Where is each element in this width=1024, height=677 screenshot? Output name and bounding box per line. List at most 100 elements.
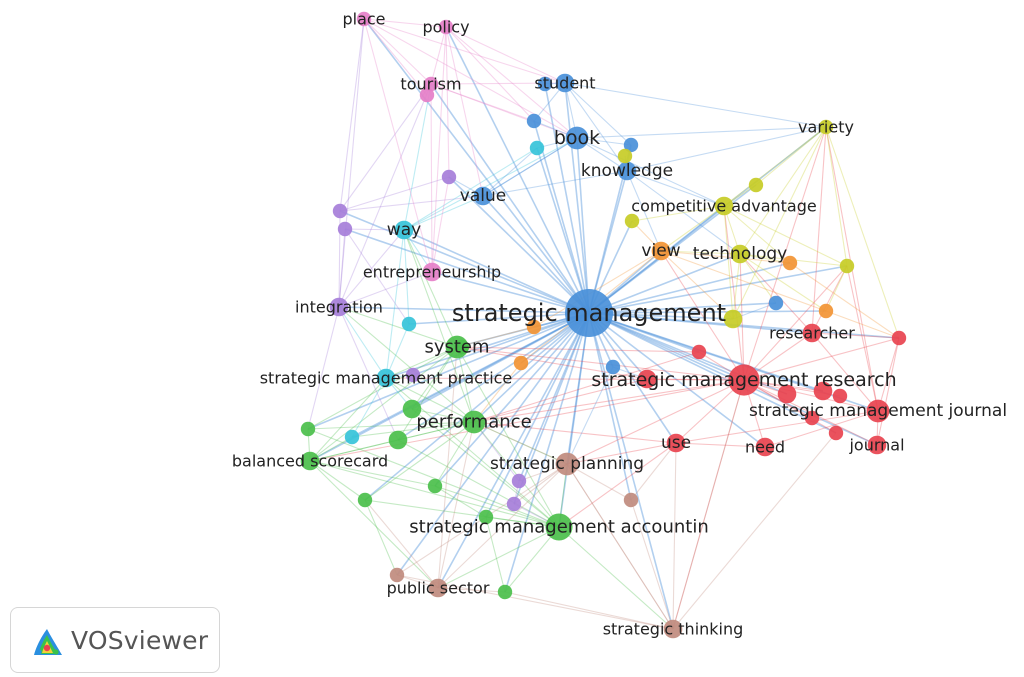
node-u42[interactable] [419,87,435,103]
node-u37[interactable] [478,509,494,525]
node-u9[interactable] [617,148,633,164]
node-u20[interactable] [441,169,457,185]
node-label-res[interactable]: researcher [769,324,855,343]
node-label-tech[interactable]: technology [693,244,787,264]
node-label-sys[interactable]: system [424,337,489,358]
node-label-tour[interactable]: tourism [400,75,461,94]
node-u1[interactable] [526,113,542,129]
node-spl[interactable] [555,452,579,476]
node-u10[interactable] [748,177,764,193]
node-label-place[interactable]: place [342,10,385,29]
node-need[interactable] [755,437,775,457]
node-label-sth[interactable]: strategic thinking [603,620,744,639]
node-label-stud[interactable]: student [534,74,595,93]
node-smp[interactable] [376,368,396,388]
node-label-jour[interactable]: journal [848,436,904,455]
node-u29[interactable] [832,388,848,404]
node-u40[interactable] [389,567,405,583]
node-label-sma[interactable]: strategic management accountin [409,517,708,538]
node-u30[interactable] [804,410,820,426]
node-u33[interactable] [388,430,408,450]
node-label-pol[interactable]: policy [422,18,469,37]
node-u7[interactable] [401,316,417,332]
node-u19[interactable] [337,221,353,237]
node-label-bs[interactable]: balanced scorecard [232,452,388,471]
edge-view-u14 [660,250,791,264]
node-u32[interactable] [402,399,422,419]
node-u18[interactable] [332,203,348,219]
node-u11[interactable] [624,213,640,229]
node-label-book[interactable]: book [554,127,600,149]
node-label-way[interactable]: way [387,220,421,240]
node-label-use[interactable]: use [661,433,691,453]
node-u36[interactable] [427,478,443,494]
node-u12[interactable] [839,258,855,274]
node-smr[interactable] [728,364,760,396]
node-u31[interactable] [828,425,844,441]
node-u26[interactable] [637,369,657,389]
node-way[interactable] [394,220,414,240]
node-u24[interactable] [891,330,907,346]
node-sth[interactable] [663,619,683,639]
node-u27[interactable] [777,384,797,404]
node-label-smj[interactable]: strategic management journal [749,401,1007,421]
node-label-spl[interactable]: strategic planning [490,454,644,474]
node-use[interactable] [666,433,686,453]
node-pol[interactable] [438,19,454,35]
node-val[interactable] [473,186,493,206]
node-u21[interactable] [405,367,421,383]
node-u8[interactable] [344,429,360,445]
node-jour[interactable] [867,435,887,455]
node-label-smr[interactable]: strategic management research [591,369,896,391]
node-label-ps[interactable]: public sector [387,579,490,598]
node-u35[interactable] [357,492,373,508]
node-view[interactable] [651,241,671,261]
node-tour[interactable] [423,76,439,92]
node-integ[interactable] [329,297,349,317]
node-u3[interactable] [623,137,639,153]
node-place[interactable] [356,11,372,27]
node-u25[interactable] [691,344,707,360]
node-sm[interactable] [565,289,613,337]
node-ca[interactable] [714,196,734,216]
node-u28[interactable] [813,381,833,401]
node-label-var[interactable]: variety [798,118,854,137]
node-u15[interactable] [818,303,834,319]
node-label-entre[interactable]: entrepreneurship [363,263,501,282]
node-label-ca[interactable]: competitive advantage [631,197,816,216]
node-u39[interactable] [454,339,470,355]
node-u5[interactable] [605,359,621,375]
node-tech[interactable] [730,244,750,264]
node-smj[interactable] [866,399,890,423]
node-bs[interactable] [300,451,320,471]
node-u22[interactable] [511,473,527,489]
node-u17[interactable] [513,355,529,371]
node-u38[interactable] [497,584,513,600]
node-res[interactable] [802,323,822,343]
node-label-sm[interactable]: strategic management [452,299,726,327]
node-u2[interactable] [537,76,553,92]
node-label-view[interactable]: view [641,241,680,261]
node-ps[interactable] [428,578,448,598]
node-var[interactable] [818,119,834,135]
node-u13[interactable] [723,309,743,329]
node-sma[interactable] [545,513,573,541]
node-label-need[interactable]: need [745,438,785,457]
node-know[interactable] [617,161,637,181]
node-label-integ[interactable]: integration [295,298,383,317]
node-label-val[interactable]: value [460,186,506,206]
node-label-perf[interactable]: performance [416,412,531,433]
node-u16[interactable] [526,319,542,335]
node-label-smp[interactable]: strategic management practice [260,369,513,388]
node-u34[interactable] [300,421,316,437]
node-entre[interactable] [422,262,442,282]
node-u4[interactable] [768,295,784,311]
node-label-know[interactable]: knowledge [581,161,673,181]
node-stud[interactable] [555,73,575,93]
node-u14[interactable] [782,255,798,271]
node-book[interactable] [565,126,589,150]
node-u41[interactable] [623,492,639,508]
node-u6[interactable] [529,140,545,156]
node-u23[interactable] [506,496,522,512]
node-perf[interactable] [462,410,486,434]
